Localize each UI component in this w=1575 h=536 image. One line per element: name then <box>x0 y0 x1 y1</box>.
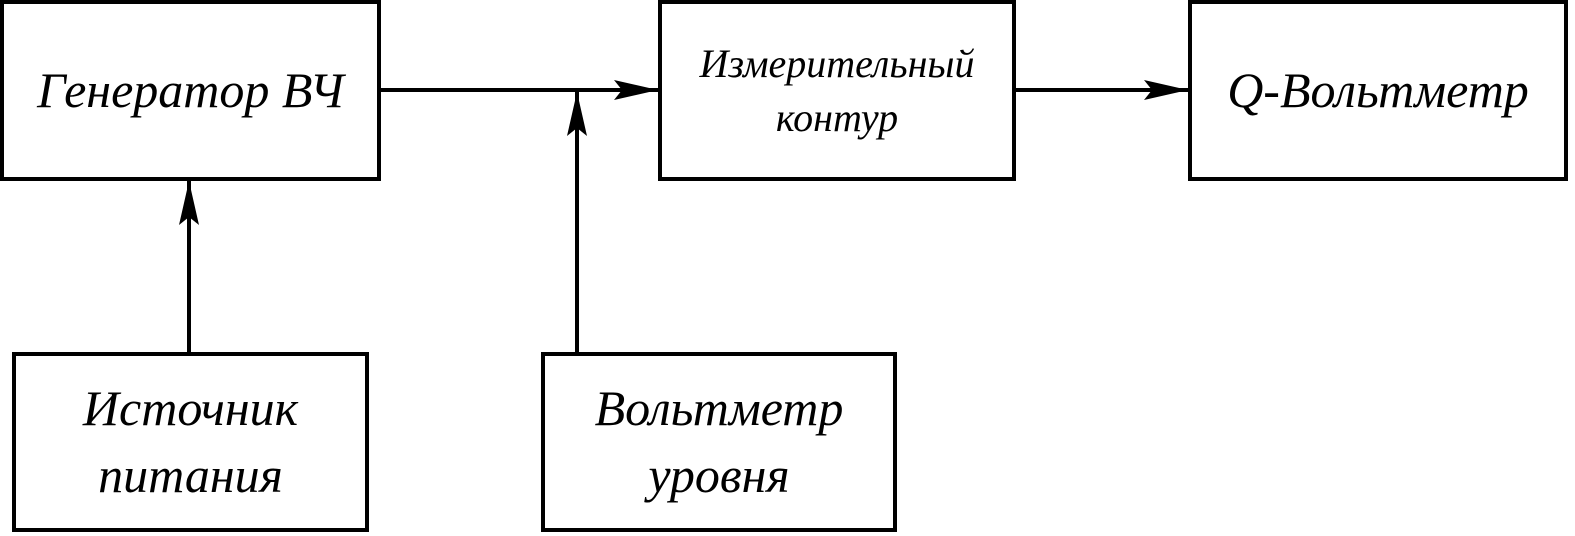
qvoltmeter-label: Q-Вольтметр <box>1227 62 1529 119</box>
levelmeter-label-line2: уровня <box>648 447 790 503</box>
measuring-contour-block: Измерительный контур <box>658 0 1016 181</box>
power-label-line2: питания <box>98 447 283 503</box>
arrowhead-levelmeter-to-line <box>567 92 587 136</box>
arrowhead-power-to-generator <box>179 181 199 225</box>
arrowhead-generator-to-contour <box>614 80 658 100</box>
contour-label-line1: Измерительный <box>699 40 975 86</box>
power-label-line1: Источник <box>82 379 299 436</box>
q-voltmeter-block: Q-Вольтметр <box>1188 0 1568 181</box>
levelmeter-label-line1: Вольтметр <box>594 379 844 436</box>
generator-block: Генератор ВЧ <box>0 0 381 181</box>
level-voltmeter-block: Вольтметр уровня <box>541 352 897 532</box>
power-source-block: Источник питания <box>12 352 369 532</box>
arrowhead-contour-to-qvoltmeter <box>1144 80 1188 100</box>
generator-label: Генератор ВЧ <box>37 62 344 119</box>
contour-label-line2: контур <box>775 94 899 140</box>
